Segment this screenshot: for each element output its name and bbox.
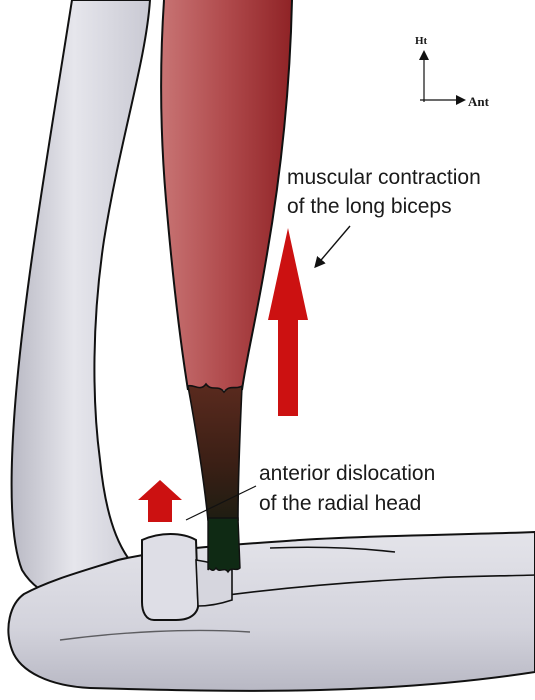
biceps-tendon — [188, 384, 242, 520]
radial-head — [142, 534, 198, 620]
axis-up-label: Ht — [415, 35, 427, 47]
contraction-force-arrow — [268, 228, 308, 416]
dislocation-annotation-line-1: anterior dislocation — [259, 462, 435, 486]
biceps-muscle-belly — [161, 0, 292, 390]
tendon-insertion — [208, 518, 240, 572]
muscle-annotation-line-1: muscular contraction — [287, 166, 481, 190]
muscle-leader-line — [316, 226, 350, 266]
axis-forward-label: Ant — [468, 94, 489, 110]
muscle-annotation-line-2: of the long biceps — [287, 195, 452, 219]
orientation-axes — [419, 50, 466, 105]
humerus-bone — [12, 0, 150, 604]
axis-up-arrowhead — [419, 50, 429, 60]
dislocation-force-arrow — [138, 480, 182, 522]
dislocation-annotation-line-2: of the radial head — [259, 492, 421, 516]
axis-forward-arrowhead — [456, 95, 466, 105]
